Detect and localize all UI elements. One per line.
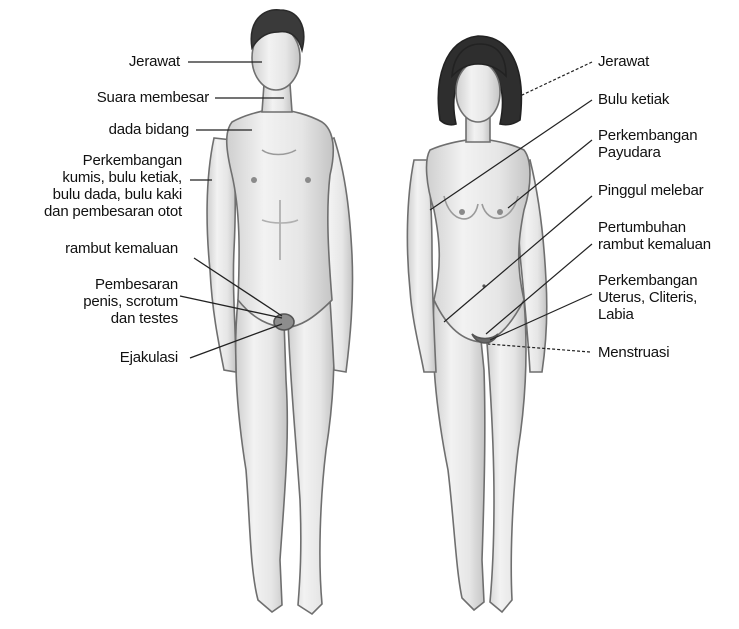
female-left-leg: [433, 300, 485, 610]
male-label-jerawat: Jerawat: [129, 53, 180, 70]
female-label-pertumbuhan: Pertumbuhan rambut kemaluan: [598, 219, 711, 253]
female-label-bulu-ketiak: Bulu ketiak: [598, 91, 669, 108]
male-label-pembesaran: Pembesaran penis, scrotum dan testes: [83, 276, 178, 327]
female-line-jerawat: [520, 62, 592, 96]
male-label-ejakulasi: Ejakulasi: [120, 349, 178, 366]
female-head: [456, 62, 500, 122]
male-right-leg: [288, 300, 334, 614]
female-label-menstruasi: Menstruasi: [598, 344, 669, 361]
female-label-uterus: Perkembangan Uterus, Cliteris, Labia: [598, 272, 697, 323]
male-label-dada: dada bidang: [109, 121, 189, 138]
female-torso: [427, 138, 530, 342]
female-label-payudara: Perkembangan Payudara: [598, 127, 697, 161]
male-label-suara: Suara membesar: [97, 89, 209, 106]
male-figure: [207, 10, 352, 614]
female-label-pinggul: Pinggul melebar: [598, 182, 703, 199]
female-label-jerawat: Jerawat: [598, 53, 649, 70]
male-left-leg: [236, 300, 288, 612]
male-label-kumis: Perkembangan kumis, bulu ketiak, bulu da…: [44, 152, 182, 220]
male-label-rambut: rambut kemaluan: [65, 240, 178, 257]
